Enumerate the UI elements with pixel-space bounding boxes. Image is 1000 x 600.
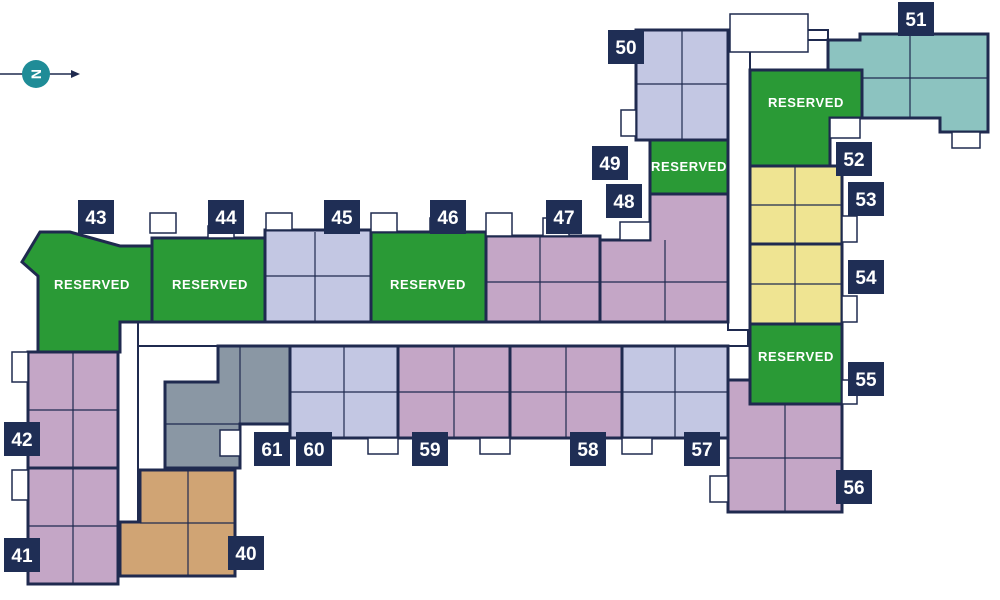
reserved-label-unit-49: RESERVED: [651, 159, 727, 174]
unit-47-number: 47: [553, 208, 574, 229]
unit-48-badge-bg: [606, 184, 642, 218]
unit-46-badge-bg: [430, 200, 466, 234]
unit-40-badge-bg: [228, 536, 264, 570]
unit-46-shape[interactable]: [369, 230, 488, 324]
unit-50-number: 50: [615, 38, 636, 59]
reserved-labels-layer: RESERVED RESERVED RESERVED RESERVED RESERVED…: [54, 95, 844, 364]
unit-49-shape[interactable]: [648, 138, 730, 196]
unit-44-badge[interactable]: 44: [208, 200, 244, 234]
unit-56-badge-bg: [836, 470, 872, 504]
unit-43-number: 43: [85, 208, 106, 229]
unit-45-badge-bg: [324, 200, 360, 234]
unit-49-badge[interactable]: 49: [592, 146, 628, 180]
unit-59-badge[interactable]: 59: [412, 432, 448, 466]
unit-49-badge-bg: [592, 146, 628, 180]
unit-54-badge[interactable]: 54: [848, 260, 884, 294]
unit-55-badge[interactable]: 55: [848, 362, 884, 396]
reserved-label-unit-44: RESERVED: [172, 277, 248, 292]
unit-40-number: 40: [235, 544, 256, 565]
compass-indicator: N: [0, 60, 80, 88]
unit-56-number: 56: [843, 478, 864, 499]
unit-47-shape[interactable]: [484, 234, 602, 324]
unit-60-badge[interactable]: 60: [296, 432, 332, 466]
unit-61-number: 61: [261, 440, 283, 461]
unit-53-number: 53: [855, 190, 876, 211]
unit-57-badge-bg: [684, 432, 720, 466]
unit-56-badge[interactable]: 56: [836, 470, 872, 504]
unit-45-badge[interactable]: 45: [324, 200, 360, 234]
unit-52-badge[interactable]: 52: [836, 142, 872, 176]
compass-arrow-icon: [71, 70, 80, 78]
unit-54-number: 54: [855, 268, 877, 289]
unit-53-badge[interactable]: 53: [848, 182, 884, 216]
unit-44-number: 44: [215, 208, 237, 229]
unit-43-shape[interactable]: [20, 230, 154, 354]
unit-42-badge[interactable]: 42: [4, 422, 40, 456]
unit-57-badge[interactable]: 57: [684, 432, 720, 466]
unit-53-badge-bg: [848, 182, 884, 216]
unit-43-badge-bg: [78, 200, 114, 234]
unit-41-badge-bg: [4, 538, 40, 572]
unit-55-number: 55: [855, 370, 877, 391]
unit-60-number: 60: [303, 440, 324, 461]
unit-59-number: 59: [419, 440, 440, 461]
unit-41-badge[interactable]: 41: [4, 538, 40, 572]
reserved-label-unit-55: RESERVED: [758, 349, 834, 364]
unit-43-badge[interactable]: 43: [78, 200, 114, 234]
unit-58-number: 58: [577, 440, 598, 461]
unit-46-badge[interactable]: 46: [430, 200, 466, 234]
unit-59-badge-bg: [412, 432, 448, 466]
compass-north-label: N: [28, 69, 44, 79]
unit-46-number: 46: [437, 208, 458, 229]
unit-52-badge-bg: [836, 142, 872, 176]
unit-54-badge-bg: [848, 260, 884, 294]
unit-40-badge[interactable]: 40: [228, 536, 264, 570]
unit-50-badge-bg: [608, 30, 644, 64]
unit-58-badge[interactable]: 58: [570, 432, 606, 466]
unit-49-number: 49: [599, 154, 620, 175]
unit-48-badge[interactable]: 48: [606, 184, 642, 218]
unit-47-badge[interactable]: 47: [546, 200, 582, 234]
unit-60-badge-bg: [296, 432, 332, 466]
unit-57-number: 57: [691, 440, 712, 461]
unit-48-number: 48: [613, 192, 634, 213]
unit-labels-layer: 40 41 42 43 44 45 46 47 48 49 50 51 52 53 54 55 56 57 58 59…: [4, 2, 934, 572]
interior-walls: [28, 30, 988, 584]
unit-51-number: 51: [905, 10, 927, 31]
unit-47-badge-bg: [546, 200, 582, 234]
corridors: [117, 29, 829, 523]
reserved-label-unit-52: RESERVED: [768, 95, 844, 110]
unit-55-badge-bg: [848, 362, 884, 396]
unit-42-number: 42: [11, 430, 32, 451]
reserved-label-unit-46: RESERVED: [390, 277, 466, 292]
unit-50-badge[interactable]: 50: [608, 30, 644, 64]
unit-55-shape[interactable]: [748, 322, 844, 406]
unit-58-badge-bg: [570, 432, 606, 466]
reserved-label-unit-43: RESERVED: [54, 277, 130, 292]
unit-52-number: 52: [843, 150, 864, 171]
unit-42-badge-bg: [4, 422, 40, 456]
north-compass-icon: [22, 60, 50, 88]
unit-61-shape[interactable]: [163, 344, 292, 470]
unit-45-number: 45: [331, 208, 353, 229]
unit-61-badge-bg: [254, 432, 290, 466]
unit-61-badge[interactable]: 61: [254, 432, 290, 466]
unit-44-badge-bg: [208, 200, 244, 234]
unit-51-badge[interactable]: 51: [898, 2, 934, 36]
unit-51-badge-bg: [898, 2, 934, 36]
unit-41-number: 41: [11, 546, 33, 567]
